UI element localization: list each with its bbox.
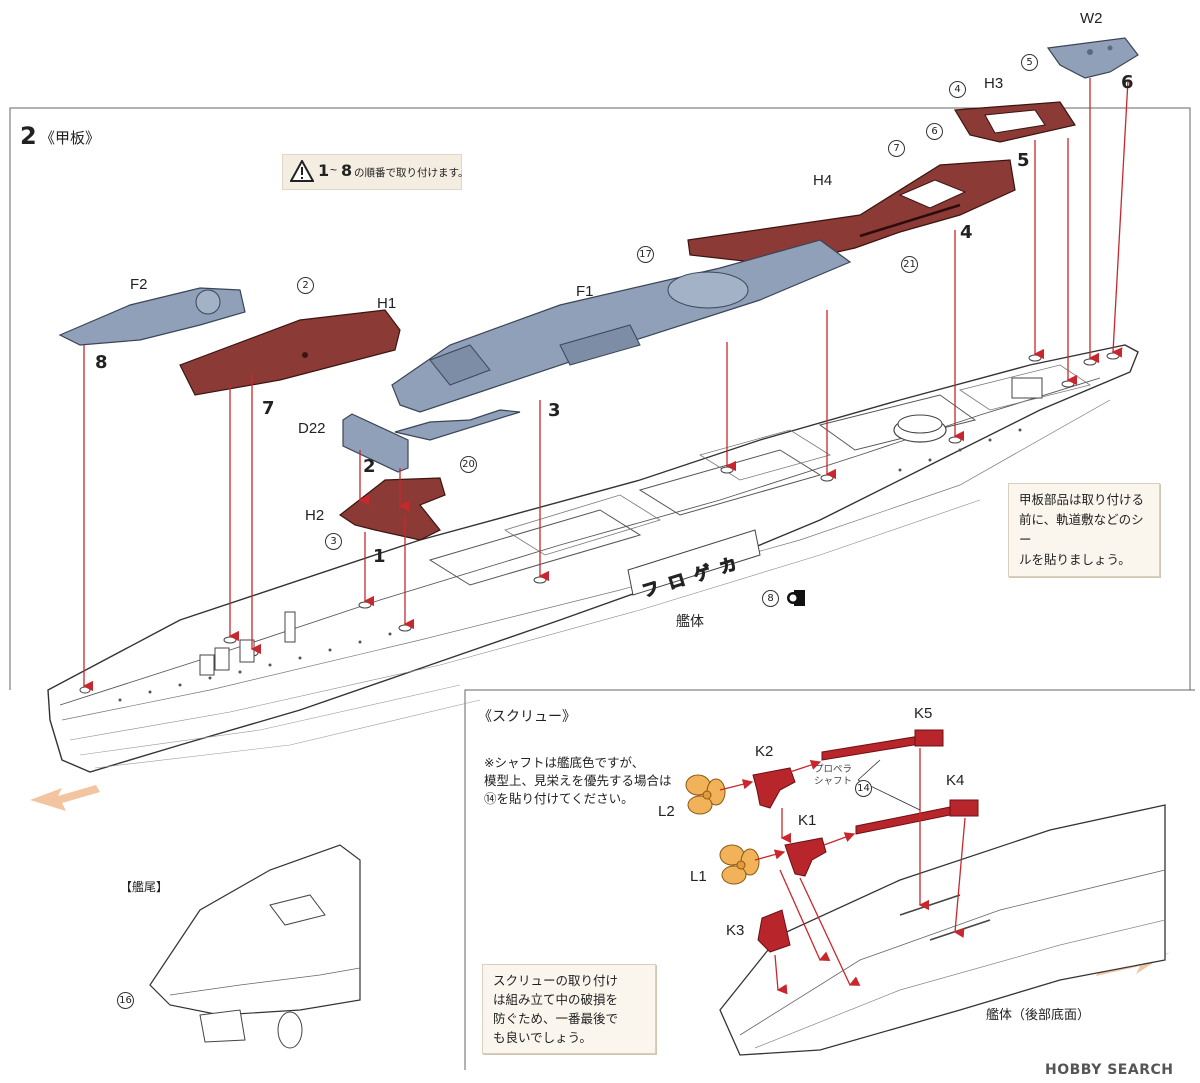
deck-note: 甲板部品は取り付ける 前に、軌道敷などのシー ルを貼りましょう。 — [1008, 483, 1160, 577]
deck-note-line-1: 甲板部品は取り付ける — [1019, 492, 1145, 507]
part-K3 — [757, 909, 791, 953]
ref-21: 21 — [901, 256, 918, 273]
paint-symbol-icon — [787, 590, 805, 606]
ref-4: 4 — [949, 81, 966, 98]
step-1: 1 — [373, 546, 386, 567]
propeller-shaft-line-1: プロペラ — [814, 764, 853, 775]
part-H4-shape — [687, 159, 1016, 266]
propeller-shaft-label: プロペラ シャフト — [814, 764, 852, 788]
section-title: 《甲板》 — [40, 130, 101, 147]
warning-range-start: 1 — [318, 161, 330, 180]
screw-frame — [464, 689, 1195, 1070]
install-note-line-4: も良いでしょう。 — [493, 1030, 592, 1045]
part-label-K4: K4 — [946, 772, 965, 789]
propeller-L2 — [685, 774, 726, 815]
propeller-shaft-line-2: シャフト — [814, 776, 853, 787]
ref-7: 7 — [888, 140, 905, 157]
screw-note: ※シャフトは艦底色ですが、 模型上、見栄えを優先する場合は ⑭を貼り付けてくださ… — [484, 754, 672, 808]
install-note-line-2: は組み立て中の破損を — [493, 992, 619, 1007]
part-D22-shape — [342, 413, 409, 473]
deck-note-line-2: 前に、軌道敷などのシー — [1019, 512, 1144, 547]
part-label-W2: W2 — [1080, 10, 1103, 27]
direction-arrow-left — [30, 785, 100, 811]
screw-note-line-3: ⑭を貼り付けてください。 — [484, 791, 634, 806]
ref-2: 2 — [297, 277, 314, 294]
install-note-line-3: 防ぐため、一番最後で — [493, 1011, 619, 1026]
deck-note-line-3: ルを貼りましょう。 — [1019, 552, 1131, 567]
ref-6: 6 — [926, 123, 943, 140]
part-label-H2: H2 — [305, 507, 325, 524]
step-5: 5 — [1017, 150, 1030, 171]
part-label-F2: F2 — [130, 276, 148, 293]
install-note-line-1: スクリューの取り付け — [493, 973, 619, 988]
ref-5: 5 — [1021, 54, 1038, 71]
warning-text: の順番で取り付けます。 — [354, 167, 469, 179]
part-W2-shape — [1046, 37, 1139, 79]
part-label-L2: L2 — [658, 803, 675, 820]
part-label-K3: K3 — [726, 922, 745, 939]
section-number: 2 — [20, 122, 37, 150]
stern-closeup — [149, 844, 361, 1049]
part-label-F1: F1 — [576, 283, 594, 300]
part-label-D22: D22 — [298, 420, 326, 437]
ref-16: 16 — [117, 992, 134, 1009]
part-H2-shape — [338, 477, 446, 541]
part-F2-shape — [58, 287, 246, 346]
shaft-K5 — [821, 729, 944, 761]
part-label-H4: H4 — [813, 172, 833, 189]
screw-note-line-1: ※シャフトは艦底色ですが、 — [484, 755, 645, 770]
warning-icon — [290, 160, 314, 182]
part-label-H1: H1 — [377, 295, 397, 312]
warning-note — [282, 154, 462, 190]
step-2: 2 — [363, 456, 376, 477]
hull-main — [47, 344, 1139, 773]
watermark-text: HOBBY SEARCH — [1045, 1062, 1174, 1078]
ref-3: 3 — [325, 533, 342, 550]
part-label-K1: K1 — [798, 812, 817, 829]
part-H1-shape — [179, 309, 401, 396]
step-8: 8 — [95, 352, 108, 373]
hull-bottom-label: 艦体（後部底面） — [986, 1007, 1091, 1022]
screw-title: 《スクリュー》 — [478, 708, 576, 724]
part-label-H3: H3 — [984, 75, 1004, 92]
part-label-K5: K5 — [914, 705, 933, 722]
step-6: 6 — [1121, 72, 1134, 93]
stern-title: 【艦尾】 — [120, 880, 169, 894]
ref-17: 17 — [637, 246, 654, 263]
step-4: 4 — [960, 222, 973, 243]
step-3: 3 — [548, 400, 561, 421]
part-label-K2: K2 — [755, 743, 774, 760]
shaft-K4 — [855, 799, 979, 835]
part-K1 — [784, 837, 827, 877]
part-K2 — [752, 767, 796, 809]
screw-note-line-2: 模型上、見栄えを優先する場合は — [484, 773, 672, 788]
screw-install-note: スクリューの取り付け は組み立て中の破損を 防ぐため、一番最後で も良いでしょう… — [482, 964, 656, 1054]
warning-range-end: 8 — [341, 161, 353, 180]
part-label-L1: L1 — [690, 868, 707, 885]
step-7: 7 — [262, 398, 275, 419]
part-H3-shape — [953, 101, 1076, 143]
section-frame — [9, 107, 1191, 690]
ref-20: 20 — [460, 456, 477, 473]
warning-range-sep: ~ — [330, 163, 338, 177]
part-F1-shape — [391, 239, 852, 441]
ref-8: 8 — [762, 590, 779, 607]
watermark-logo: HOBBY SEARCH — [1045, 1062, 1173, 1078]
hull-label: 艦体 — [676, 613, 704, 629]
ref-14: 14 — [855, 780, 872, 797]
propeller-L1 — [719, 844, 760, 885]
